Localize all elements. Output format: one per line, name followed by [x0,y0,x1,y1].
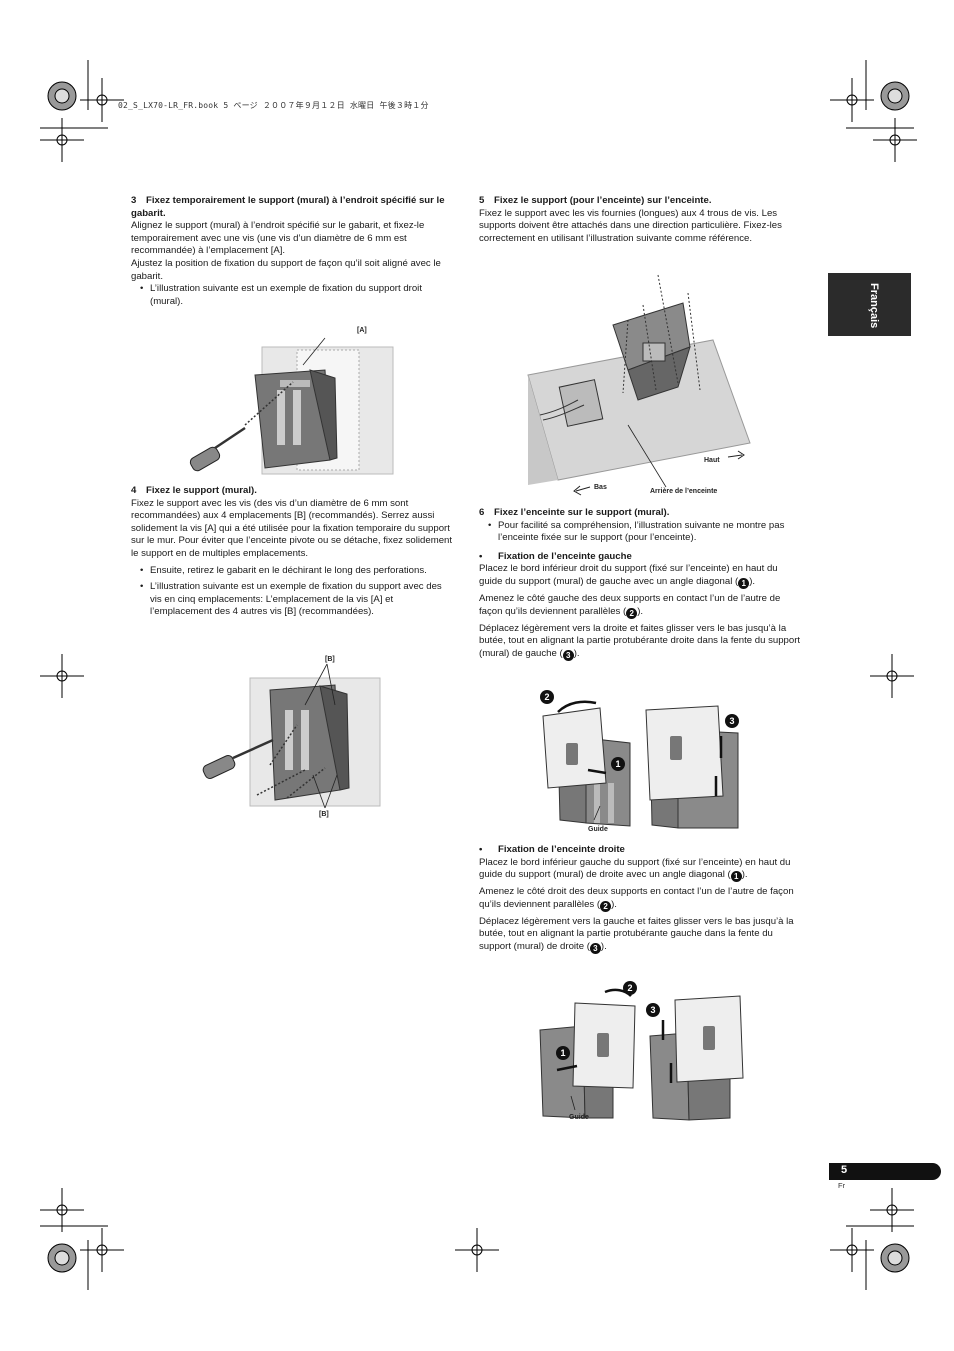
step5-para1: Fixez le support avec les vis fournies (… [479,207,782,244]
step3-para1: Alignez le support (mural) à l’endroit s… [131,220,425,257]
step4-bullet1: Ensuite, retirez le gabarit en le déchir… [131,565,453,578]
figure-bracket-screws: [B] [B] [202,656,381,818]
figure-right-speaker-mount: 2 1 3 Guide [539,981,744,1121]
step3-bullet1: L’illustration suivante est un exemple d… [131,283,453,308]
circled-2-left: 2 [544,692,549,702]
page-number-tab: 5 [829,1163,941,1180]
left-speaker-heading: Fixation de l’enceinte gauche [479,551,801,564]
figure-label-b-bottom: [B] [319,811,329,818]
left-speaker-para2: Amenez le côté gauche des deux supports … [479,592,781,619]
figure-label-b-top: [B] [325,656,335,663]
left-speaker-para1: Placez le bord inférieur droit du suppor… [479,563,778,589]
right-speaker-para3: Déplacez légèrement vers la gauche et fa… [479,915,794,954]
page-number: 5 [841,1164,848,1176]
right-speaker-para1: Placez le bord inférieur gauche du suppo… [479,856,791,883]
figure-label-guide-left: Guide [588,826,608,833]
figure-bracket-template: [A] [189,327,394,475]
language-tab-label: Français [868,283,880,329]
print-header: 02_S_LX70-LR_FR.book 5 ページ ２００７年９月１２日 水曜… [118,101,429,110]
figure-label-arriere: Arrière de l’enceinte [650,488,717,495]
circled-3-right: 3 [650,1005,655,1015]
right-speaker-heading: Fixation de l’enceinte droite [479,844,801,857]
right-speaker-para2: Amenez le côté droit des deux supports e… [479,886,794,912]
step3-para2: Ajustez la position de fixation du suppo… [131,257,441,282]
circled-3-left: 3 [729,716,734,726]
circled-1-left: 1 [615,759,620,769]
figure-label-haut: Haut [704,457,720,464]
step4-para1: Fixez le support avec les vis (des vis d… [131,497,453,559]
language-tab: Français [828,273,911,336]
page-language-code: Fr [838,1181,846,1190]
figure-speaker-back: Haut Bas Arrière de l’enceinte [527,274,751,496]
right-column-right-speaker: Fixation de l’enceinte droite Placez le … [479,844,801,954]
figure-label-bas: Bas [594,484,607,491]
circled-1-right: 1 [560,1048,565,1058]
left-speaker-para3: Déplacez légèrement vers la droite et fa… [479,622,801,661]
figure-left-speaker-mount: 2 1 3 Guide [540,690,739,833]
step6-bullet1: Pour facilité sa compréhension, l’illust… [479,520,801,545]
circled-2-right: 2 [627,983,632,993]
step4-bullet2: L’illustration suivante est un exemple d… [131,581,453,619]
figure-label-guide-right: Guide [569,1114,589,1121]
figure-label-a: [A] [357,327,367,334]
